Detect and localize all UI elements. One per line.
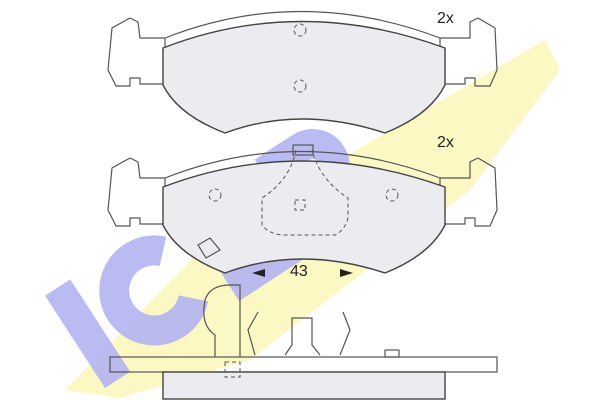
bottom-pad-quantity: 2x	[437, 134, 454, 151]
pad-side-view	[109, 284, 498, 400]
logo-letter-c	[99, 235, 209, 346]
top-pad-quantity: 2x	[437, 10, 454, 27]
logo-letter-i	[45, 279, 131, 388]
top-pad-front-view	[107, 10, 498, 134]
dimension-width-label: 43	[290, 263, 308, 280]
bottom-pad-front-view	[107, 144, 498, 274]
dimension-arrow-left	[252, 269, 265, 277]
dimension-arrow-right	[340, 269, 353, 277]
